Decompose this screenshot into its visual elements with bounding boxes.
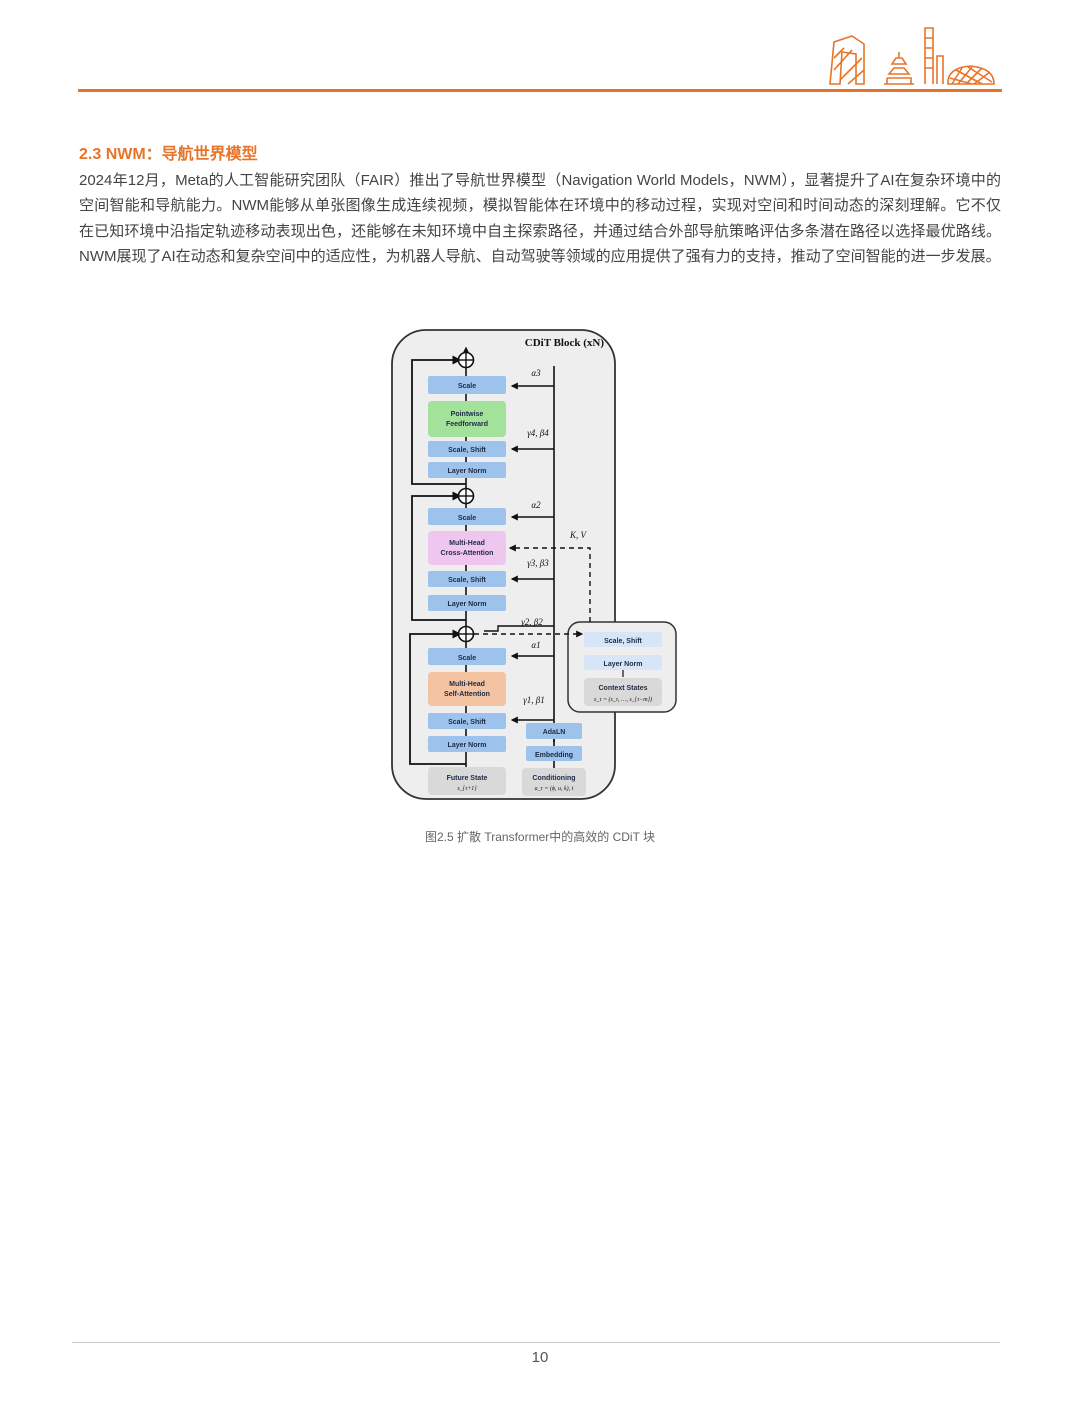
alpha2-label: α2 bbox=[531, 500, 541, 510]
gamma2-beta2-label: γ2, β2 bbox=[521, 617, 543, 627]
cross-attention-label-2: Cross-Attention bbox=[441, 550, 494, 557]
scale-mid-label: Scale bbox=[458, 515, 476, 522]
scale-shift-block-top bbox=[428, 441, 506, 457]
scale-shift-top-label: Scale, Shift bbox=[448, 447, 486, 454]
cross-attention-label: Multi-Head bbox=[449, 540, 485, 547]
section-title: 2.3 NWM：导航世界模型 bbox=[79, 146, 258, 163]
gamma3-beta3-label: γ3, β3 bbox=[527, 558, 549, 568]
future-state-label: Future State bbox=[447, 775, 488, 782]
layer-norm-block-top bbox=[428, 462, 506, 478]
adaln-block bbox=[526, 723, 582, 739]
embedding-block bbox=[526, 746, 582, 761]
scale-block-mid bbox=[428, 508, 506, 525]
figure-caption: 图2.5 扩散 Transformer中的高效的 CDiT 块 bbox=[424, 830, 656, 844]
self-attention-label: Multi-Head bbox=[449, 681, 485, 688]
header-divider bbox=[78, 89, 1002, 92]
layer-norm-mid-label: Layer Norm bbox=[448, 601, 487, 608]
scale-shift-block-mid bbox=[428, 571, 506, 587]
cross-attention-block bbox=[428, 531, 506, 565]
pointwise-feedforward-block bbox=[428, 401, 506, 437]
adaln-label: AdaLN bbox=[543, 729, 566, 736]
gamma1-beta1-label: γ1, β1 bbox=[523, 695, 545, 705]
self-attention-block bbox=[428, 672, 506, 706]
scale-shift-mid-label: Scale, Shift bbox=[448, 577, 486, 584]
ctx-scale-shift-label: Scale, Shift bbox=[604, 638, 642, 645]
ctx-layer-norm-label: Layer Norm bbox=[604, 661, 643, 668]
scale-shift-block-bottom bbox=[428, 713, 506, 729]
scale-block-top bbox=[428, 376, 506, 394]
context-states-label: Context States bbox=[598, 685, 647, 692]
ctx-scale-shift-block bbox=[584, 632, 662, 647]
ctx-layer-norm-block bbox=[584, 655, 662, 670]
add-circle-top bbox=[457, 351, 475, 369]
layer-norm-top-label: Layer Norm bbox=[448, 468, 487, 475]
scale-block-bottom bbox=[428, 648, 506, 665]
layer-norm-block-mid bbox=[428, 595, 506, 611]
conditioning-symbol: a_τ = (ϕ, u, k), t bbox=[535, 785, 574, 792]
layer-norm-block-bottom bbox=[428, 736, 506, 752]
page-number: 10 bbox=[531, 1349, 549, 1366]
gamma4-beta4-label: γ4, β4 bbox=[527, 428, 549, 438]
context-states-symbol: s_τ = (s_τ, …, s_{τ−m}) bbox=[594, 696, 652, 703]
pointwise-feedforward-label: Pointwise bbox=[451, 411, 484, 418]
conditioning-block bbox=[522, 768, 586, 796]
future-state-symbol: s_{τ+1} bbox=[457, 786, 477, 792]
context-states-block bbox=[584, 678, 662, 706]
cdit-title: CDiT Block (xN) bbox=[525, 337, 605, 349]
cdit-block-diagram: CDiT Block (xN) Scale Pointwise Feedforw… bbox=[391, 329, 677, 800]
future-state-block bbox=[428, 767, 506, 795]
alpha1-label: α1 bbox=[531, 640, 540, 650]
kv-label: K, V bbox=[569, 530, 588, 540]
embedding-label: Embedding bbox=[535, 752, 573, 759]
beijing-landmarks-logo-icon bbox=[829, 27, 995, 85]
scale-shift-bottom-label: Scale, Shift bbox=[448, 719, 486, 726]
scale-bottom-label: Scale bbox=[458, 655, 476, 662]
add-circle-bottom bbox=[457, 625, 475, 643]
scale-top-label: Scale bbox=[458, 383, 476, 390]
add-circle-mid bbox=[457, 487, 475, 505]
conditioning-label: Conditioning bbox=[532, 775, 575, 782]
self-attention-label-2: Self-Attention bbox=[444, 691, 490, 698]
section-paragraph: 2024年12月，Meta的人工智能研究团队（FAIR）推出了导航世界模型（Na… bbox=[79, 172, 1001, 265]
footer-divider bbox=[72, 1342, 1000, 1343]
pointwise-feedforward-label-2: Feedforward bbox=[446, 421, 488, 428]
layer-norm-bottom-label: Layer Norm bbox=[448, 742, 487, 749]
alpha3-label: α3 bbox=[531, 368, 541, 378]
